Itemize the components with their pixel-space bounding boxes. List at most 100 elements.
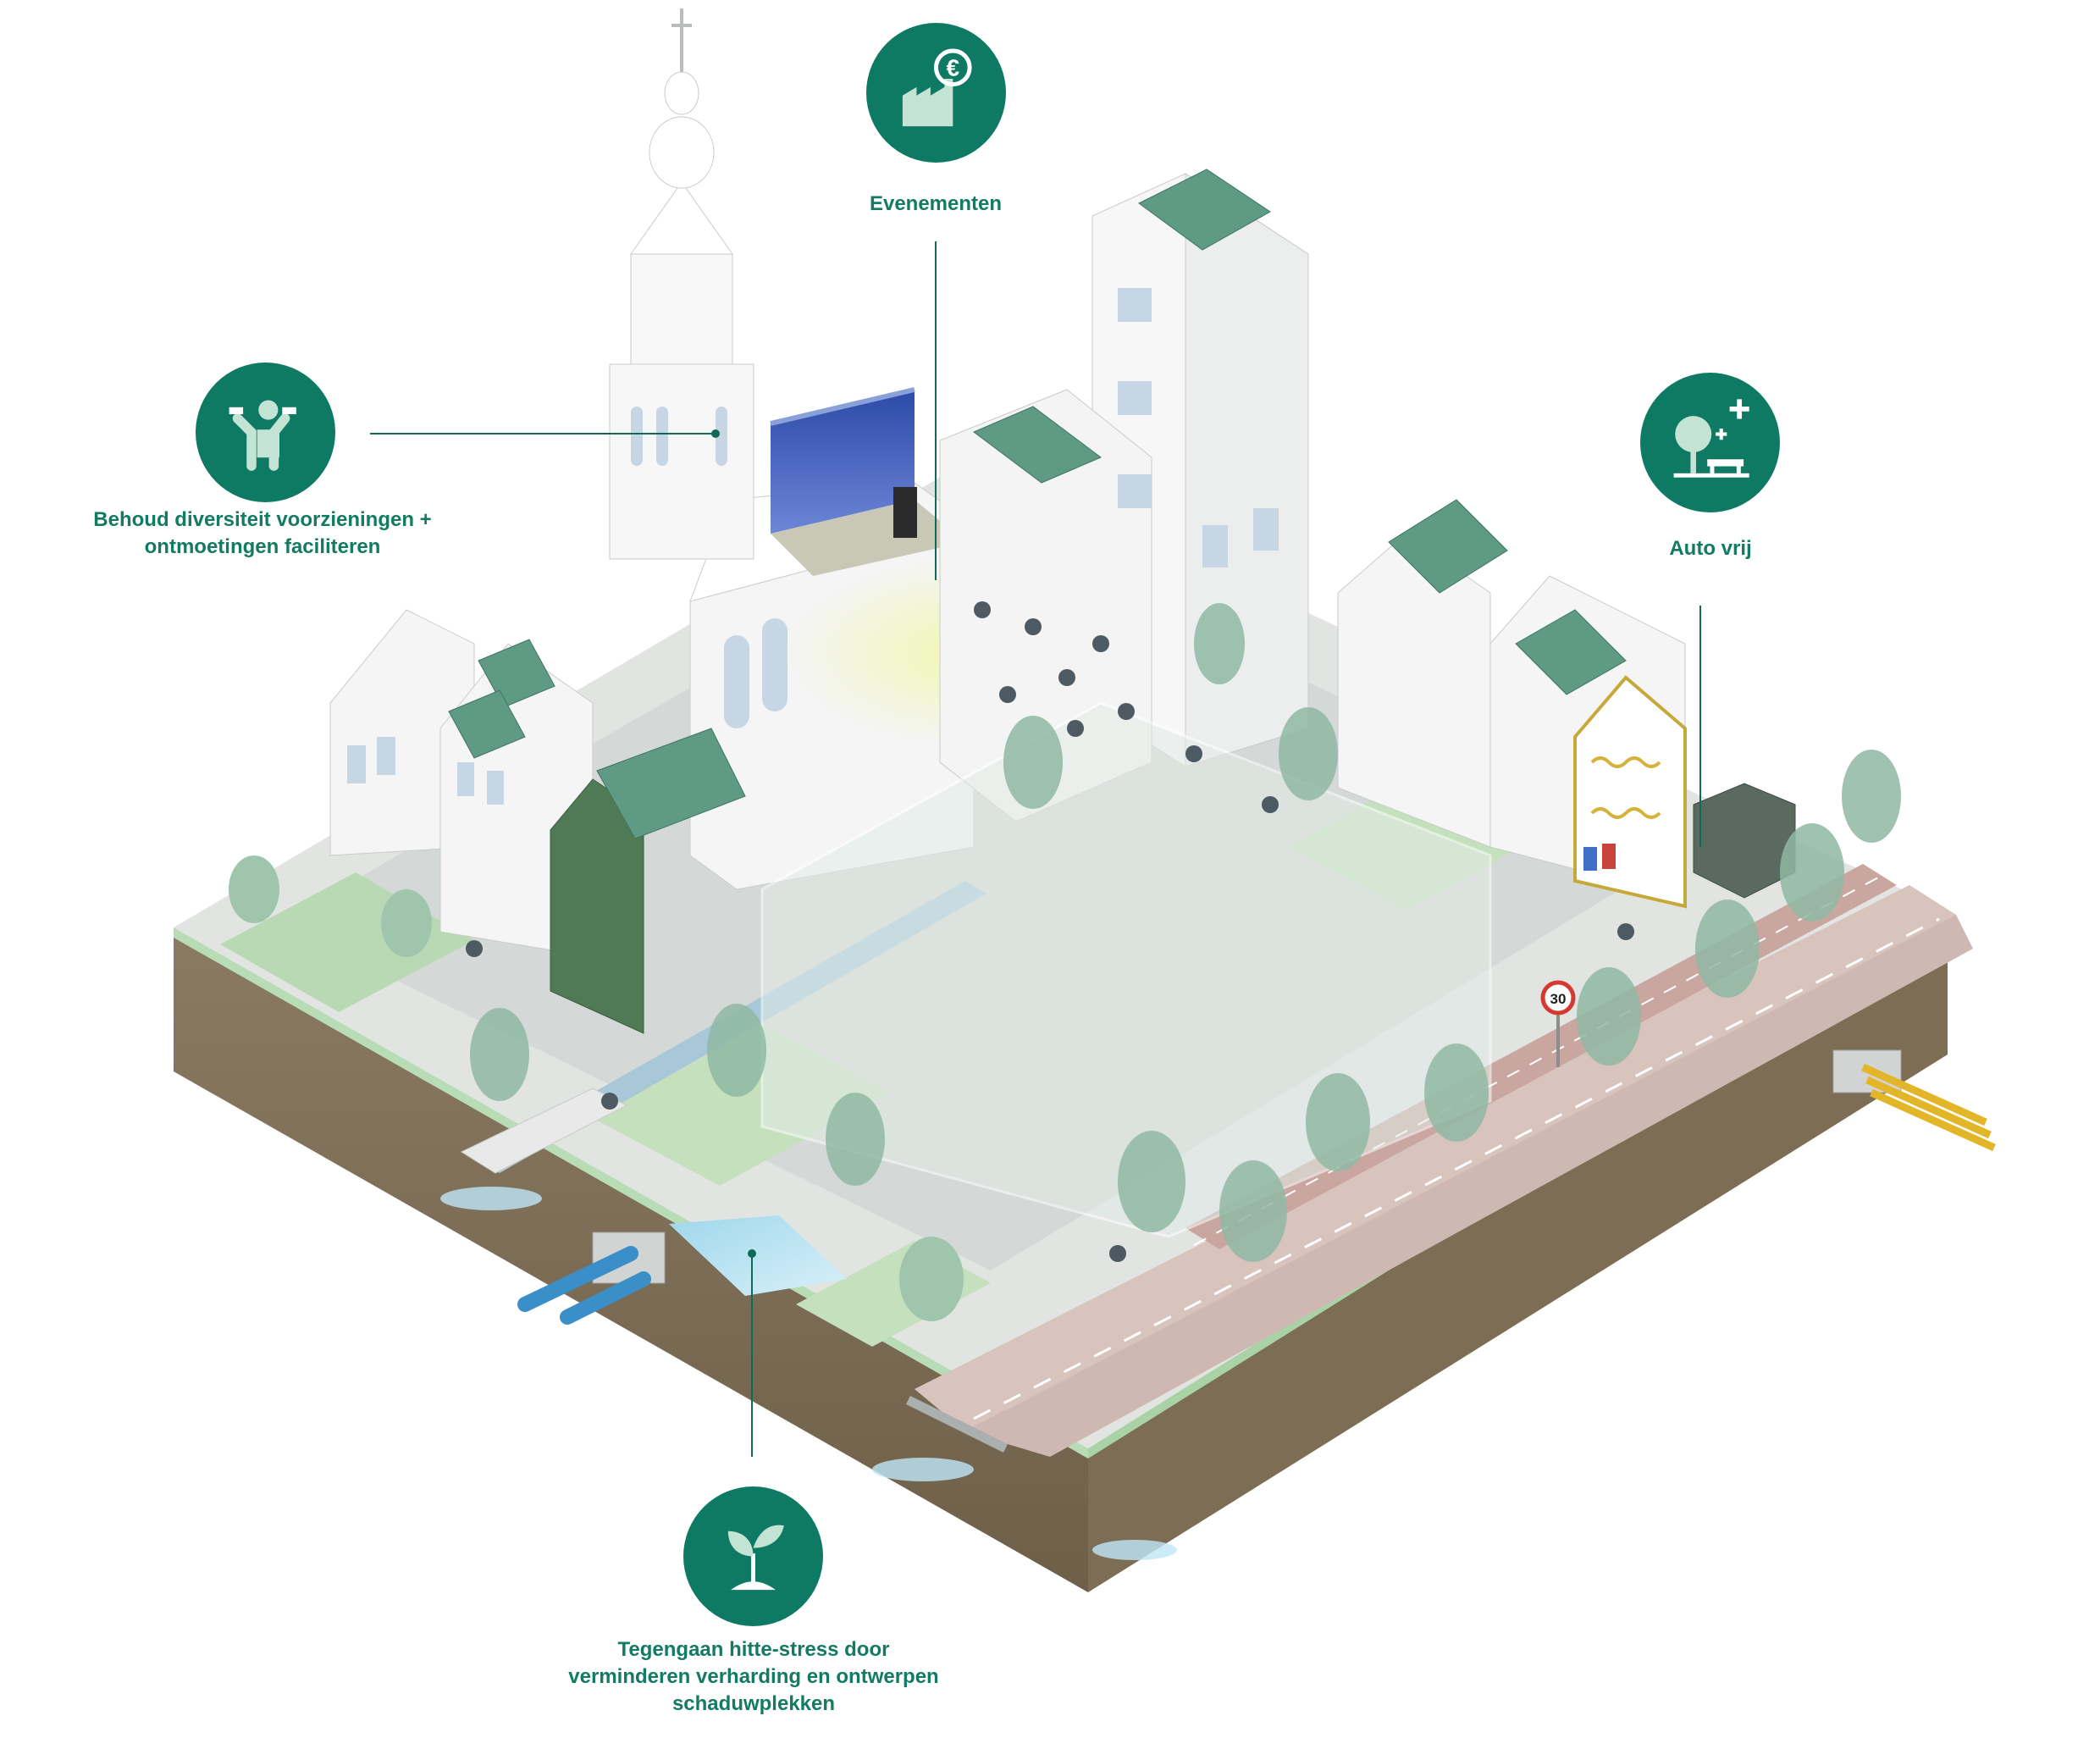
leader-dot xyxy=(748,1249,756,1258)
tree xyxy=(899,1237,964,1321)
tower-window xyxy=(1118,288,1152,322)
events-label-text: Evenementen xyxy=(869,192,1003,215)
leader-dot xyxy=(711,429,720,438)
tree xyxy=(1842,750,1901,843)
tree xyxy=(381,889,432,957)
house-window xyxy=(347,745,366,783)
church-window xyxy=(762,618,788,711)
water-glow xyxy=(872,1458,974,1481)
person xyxy=(601,1093,618,1110)
tower-window xyxy=(1118,381,1152,415)
carfree-label: Auto vrij xyxy=(1609,535,1812,562)
stage-backdrop xyxy=(771,390,915,534)
tower-side xyxy=(1185,173,1309,767)
person xyxy=(1025,618,1042,635)
facilities-label-line: Behoud diversiteit voorzieningen + xyxy=(93,508,432,531)
bike-lane-line xyxy=(1193,876,1881,1246)
person xyxy=(1092,635,1109,652)
solar-panels xyxy=(1515,609,1627,695)
facilities-label: Behoud diversiteit voorzieningen + ontmo… xyxy=(68,506,457,561)
road-curb xyxy=(906,1396,1008,1453)
crowd xyxy=(466,601,1634,1262)
floor-heating xyxy=(1590,756,1661,819)
tree xyxy=(1194,603,1245,684)
stage-truss xyxy=(770,387,915,426)
speed-limit-sign: 30 xyxy=(1540,980,1576,1067)
solar-panels xyxy=(448,689,526,759)
right-houses xyxy=(1337,499,1796,909)
tree-bench-plus-icon xyxy=(1640,373,1780,512)
person xyxy=(1118,703,1135,720)
tree xyxy=(1306,1073,1370,1171)
road-surface xyxy=(915,885,1956,1431)
church-window xyxy=(716,407,727,466)
tree xyxy=(229,855,279,923)
person xyxy=(466,940,483,957)
events-label: Evenementen xyxy=(834,191,1037,218)
yellow-cable xyxy=(1861,1063,1987,1126)
solar-panels xyxy=(596,728,746,839)
solar-panels xyxy=(973,406,1102,484)
water-glow xyxy=(1092,1540,1177,1560)
trees xyxy=(229,603,1901,1321)
barrel xyxy=(1583,847,1597,871)
tree xyxy=(1577,967,1641,1065)
heat-stress-label-line: schaduwplekken xyxy=(671,1692,836,1715)
church-tower-cap xyxy=(630,181,733,255)
heat-stress-label-line: verminderen verharding en ontwerpen xyxy=(568,1665,939,1688)
barrel xyxy=(1602,844,1616,869)
solar-panels xyxy=(1138,169,1271,251)
church-window xyxy=(656,407,668,466)
cyclist xyxy=(1109,1245,1126,1262)
person xyxy=(1058,669,1075,686)
tree xyxy=(470,1008,529,1101)
church-spire-bulb xyxy=(649,116,715,189)
church-window xyxy=(631,407,643,466)
tree xyxy=(1003,716,1063,809)
bridge xyxy=(460,1088,628,1174)
left-houses xyxy=(329,609,746,1034)
house-window xyxy=(457,762,474,796)
yellow-cable xyxy=(1865,1076,1992,1139)
person xyxy=(999,686,1016,703)
tower-window xyxy=(1202,525,1228,567)
blue-pipe xyxy=(560,1271,651,1325)
carfree-label-text: Auto vrij xyxy=(1669,537,1752,560)
facilities-label-line: ontmoetingen faciliteren xyxy=(144,535,381,558)
soil-right-face xyxy=(1088,919,1948,1592)
tree xyxy=(1219,1160,1287,1262)
church-tower-upper xyxy=(630,253,733,365)
factory-euro-icon: € xyxy=(866,23,1006,163)
yellow-cable xyxy=(1870,1088,1996,1152)
cyclist xyxy=(1617,923,1634,940)
water-glow xyxy=(440,1187,542,1210)
road-centerline xyxy=(973,917,1940,1420)
tree xyxy=(1780,823,1844,922)
person xyxy=(974,601,991,618)
tree xyxy=(707,1004,766,1097)
tree xyxy=(1424,1043,1489,1142)
water-pond xyxy=(669,1215,847,1296)
person xyxy=(1067,720,1084,737)
leader-lines xyxy=(370,241,1701,1457)
person xyxy=(1185,745,1202,762)
tree xyxy=(1118,1131,1185,1232)
house-window xyxy=(377,737,395,775)
stage-speaker xyxy=(893,487,917,538)
heat-stress-label: Tegengaan hitte-stress door verminderen … xyxy=(533,1636,974,1718)
house-window xyxy=(487,771,504,805)
church-spire-bulb xyxy=(664,71,699,115)
church-window xyxy=(724,635,749,728)
solar-panels xyxy=(1388,499,1508,594)
tree xyxy=(1279,707,1338,800)
person xyxy=(1262,796,1279,813)
road-surface xyxy=(965,915,1973,1457)
fitness-person-icon xyxy=(196,363,335,502)
tree xyxy=(826,1093,885,1186)
blue-pipe xyxy=(517,1246,638,1312)
tower-window xyxy=(1118,474,1152,508)
heat-stress-label-line: Tegengaan hitte-stress door xyxy=(617,1638,890,1661)
tree xyxy=(1695,899,1760,998)
green-house xyxy=(550,778,644,1034)
